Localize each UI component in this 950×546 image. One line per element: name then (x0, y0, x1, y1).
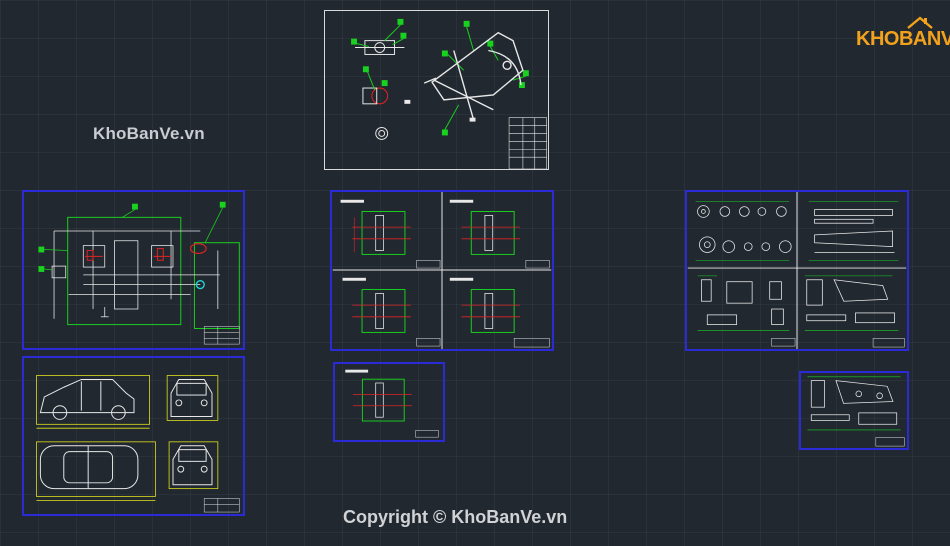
watermark-text: KhoBanVe.vn (93, 124, 205, 143)
regulator-assembly-drawing (351, 18, 547, 169)
assembly-single-drawing (345, 369, 439, 438)
part-details-drawing (687, 192, 907, 349)
sheet-car-views[interactable] (22, 356, 245, 516)
assembly-quad-drawing (332, 192, 552, 349)
sheet-electrical-schematic[interactable] (22, 190, 245, 350)
house-roof-icon (907, 16, 933, 29)
copyright-text: Copyright © KhoBanVe.vn (343, 507, 568, 527)
sheet-assembly-quad[interactable] (330, 190, 554, 351)
electrical-schematic-drawing (38, 201, 240, 345)
logo-text-part2: BANVE (898, 28, 950, 50)
khobanve-logo[interactable]: KHOBANVE (852, 14, 950, 54)
sheet-assembly-single[interactable] (333, 362, 445, 442)
part-bracket-drawing (807, 376, 905, 447)
logo-text-part1: KHO (856, 28, 899, 50)
sheet-regulator-assembly[interactable] (324, 10, 549, 170)
logo-text: KHOBANVE (856, 28, 950, 51)
sheet-part-bracket[interactable] (799, 371, 909, 450)
sheet-part-details[interactable] (685, 190, 909, 351)
car-views-drawing (36, 375, 240, 513)
